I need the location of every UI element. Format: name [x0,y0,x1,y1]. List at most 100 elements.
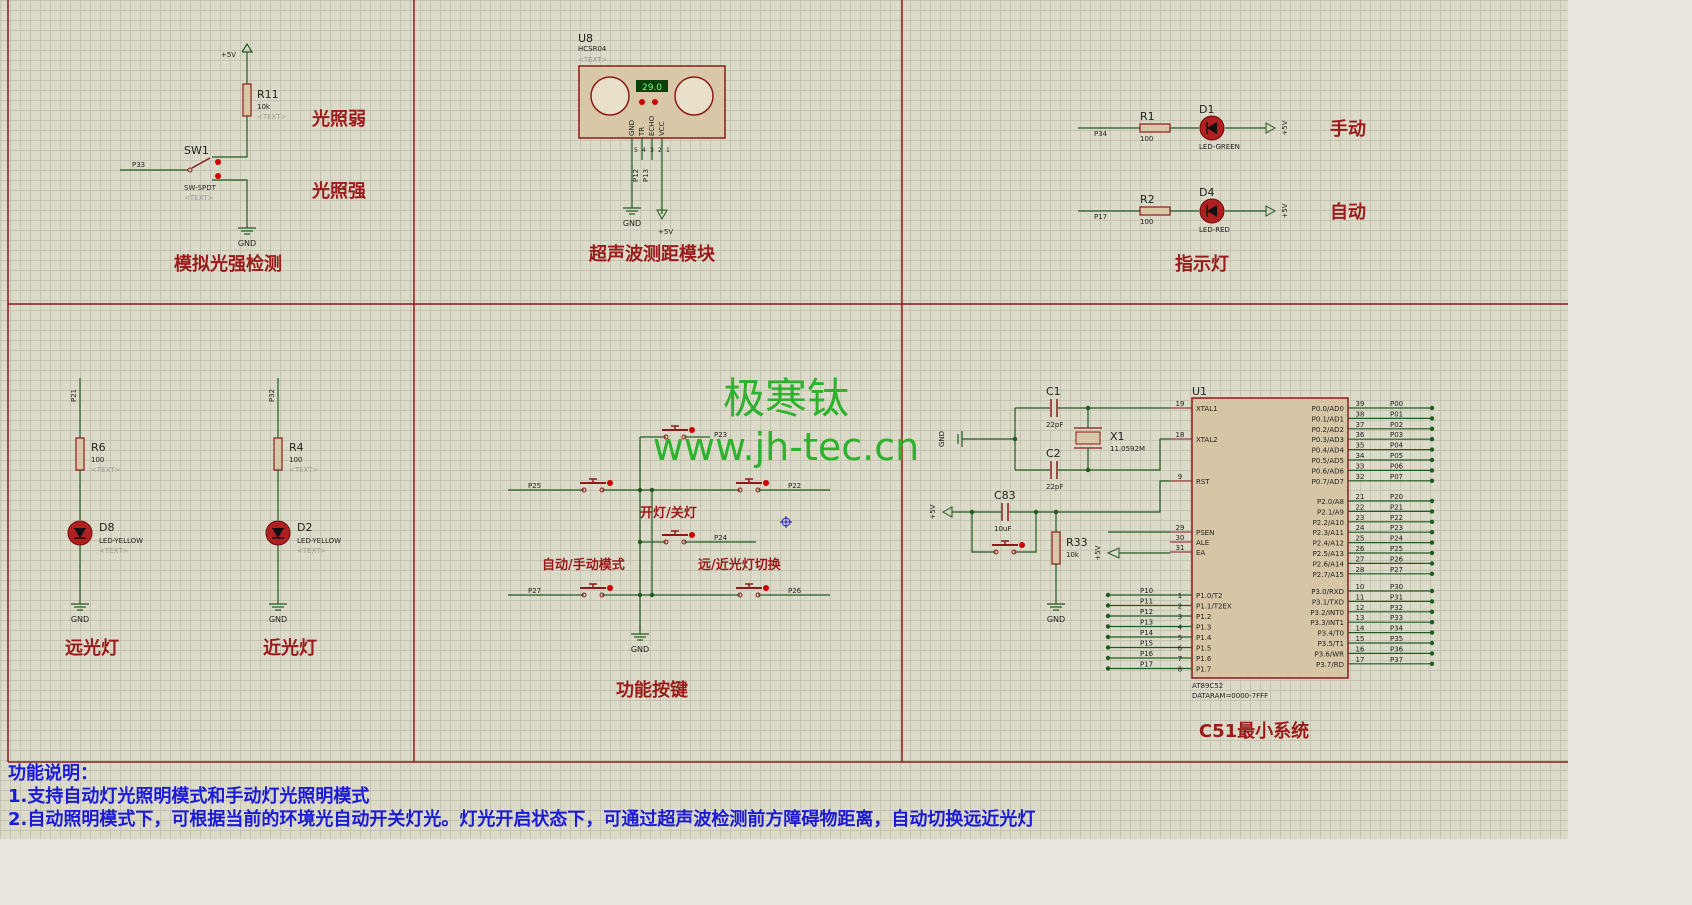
mcu-pin-name: P1.6 [1196,655,1212,663]
net-p12: P12 [632,169,640,182]
btn-contact [681,434,687,440]
mcu-right-net: P25 [1390,545,1403,553]
mcu-pin-num: 21 [1356,493,1365,501]
junction [1429,561,1435,566]
mcu-pin-name: ALE [1196,539,1209,547]
btn-contact [737,592,743,598]
resistor-r2 [1139,206,1171,216]
cap-gap [1050,460,1058,480]
net-p24: P24 [714,534,728,542]
mcu-pin-name: P0.7/AD7 [1312,478,1344,486]
mcu-right-net: P36 [1390,645,1404,653]
junction [1105,592,1111,598]
mcu-pin-num: 31 [1176,544,1185,552]
beam-label: 远/近光灯切换 [698,557,782,573]
mcu-pin-name: P3.1/TXD [1312,598,1344,606]
gnd-label: GND [238,239,256,248]
r11-value: 10k [257,103,271,111]
junction [1105,655,1111,661]
cap-gap [1001,502,1009,522]
u8-text: <TEXT> [578,56,608,64]
mcu-pin-num: 5 [1178,634,1182,642]
power-arrow [241,42,254,53]
junction [1429,426,1435,431]
mcu-p1-net: P16 [1140,650,1154,658]
cap-gap [1050,398,1058,418]
mcu-pin-name: XTAL1 [1196,405,1218,413]
gnd-label: GND [938,431,946,447]
led-symbol [74,528,86,538]
junction [1429,416,1435,421]
junction [1429,478,1435,483]
x1-ref: X1 [1110,430,1125,443]
ultrasonic-transducer [674,76,714,116]
crystal-x1 [1075,431,1101,445]
d1-type: LED-GREEN [1199,143,1240,151]
junction [1429,550,1435,556]
mcu-pin-name: P2.3/A11 [1313,529,1344,537]
c83-value: 10uF [994,525,1011,533]
mcu-pin-num: 4 [1178,624,1183,632]
junction [1105,645,1111,650]
mcu-p1-net: P17 [1140,661,1153,669]
d2-text: <TEXT> [297,547,327,555]
power-arrow-down [656,209,668,221]
sw1-type: SW-SPDT [184,184,217,192]
power-arrow-right [1265,122,1277,134]
mcu-pin-name: P1.0/T2 [1196,592,1222,600]
distance-display [636,80,668,92]
u8-pin-num: 5 [634,147,638,154]
mcu-pin-name: P3.0/RXD [1311,588,1344,596]
mcu-pin-name: P0.1/AD1 [1312,415,1344,423]
mcu-pin-num: 14 [1356,625,1365,633]
junction [1429,640,1435,646]
r33-ref: R33 [1066,536,1088,549]
mcu-pin-num: 10 [1356,583,1365,591]
mcu-right-net: P01 [1390,410,1403,418]
u8-pin-num: 3 [650,147,654,154]
r6-ref: R6 [91,441,106,454]
light-weak-label: 光照弱 [311,108,366,130]
net-p17: P17 [1094,213,1107,221]
manual-label: 手动 [1330,118,1366,140]
u8-pin-name: TR [638,127,646,137]
gnd-label: GND [71,615,89,624]
mcu-pin-name: P0.5/AD5 [1312,457,1344,465]
mcu-pin-name: P0.4/AD4 [1312,447,1345,455]
mcu-pin-num: 1 [1178,592,1182,600]
mcu-right-net: P33 [1390,614,1403,622]
mcu-pin-num: 9 [1178,473,1182,481]
mcu-right-net: P34 [1390,625,1404,633]
ea-vcc-label: +5V [1094,545,1102,560]
description-line-1: 1.支持自动灯光照明模式和手动灯光照明模式 [8,786,370,807]
power-arrow-left [941,506,953,518]
mcu-pin-name: P3.3/INT1 [1310,619,1344,627]
net-p23: P23 [714,431,727,439]
mcu-pin-num: 13 [1356,614,1365,622]
distance-readout: 29.0 [642,83,662,93]
btn-indicator [607,480,613,486]
mcu-pin-num: 6 [1178,645,1183,653]
net-p25: P25 [528,482,541,490]
junction [1429,509,1435,514]
r4-ref: R4 [289,441,304,454]
mcu-right-net: P03 [1390,431,1403,439]
mcu-right-net: P06 [1390,462,1404,470]
mcu-pin-name: PSEN [1196,529,1214,537]
sw1-ref: SW1 [184,144,209,157]
bottom-margin [0,839,1692,905]
mcu-at89c52 [1191,397,1349,679]
r2-ref: R2 [1140,193,1155,206]
mcu-pin-num: 3 [1178,613,1182,621]
onoff-label: 开灯/关灯 [640,505,697,521]
btn-indicator [689,532,695,538]
d2-ref: D2 [297,521,312,534]
junction [1105,634,1111,640]
ind-vcc-label: +5V [1281,203,1289,218]
mcu-right-net: P32 [1390,604,1403,612]
section-title-light: 模拟光强检测 [174,253,282,275]
mcu-right-net: P07 [1390,473,1403,481]
power-arrow-left [1106,547,1120,559]
u8-pin-num: 2 [658,147,662,154]
